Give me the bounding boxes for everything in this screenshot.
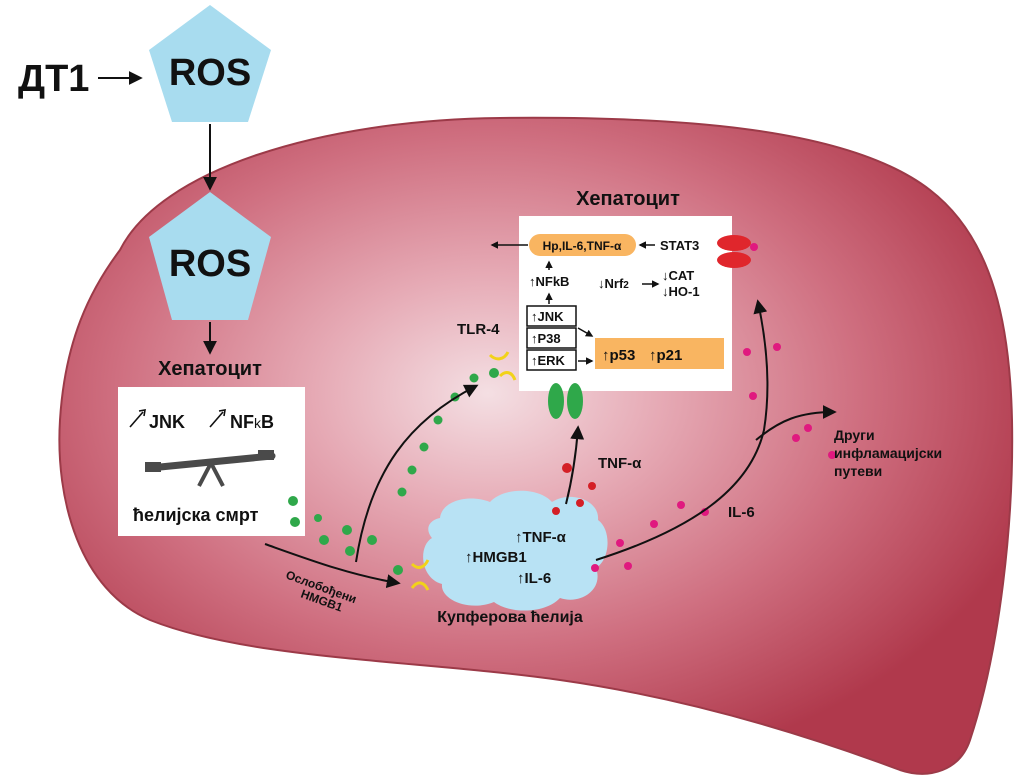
il6-dots [591, 243, 836, 572]
up-arrow-icon: ↑ [515, 529, 523, 546]
left-nfkb-label: NFkB [230, 412, 274, 432]
up-arrow-icon: ↑ [529, 274, 536, 289]
p21-label: ↑p21 [649, 347, 682, 364]
tnf-arrow [565, 425, 585, 505]
stat3-receptor-icon [717, 235, 751, 268]
up-arrow-icon: ↑ [531, 353, 538, 368]
other-paths-2: инфламацијски [834, 445, 942, 461]
right-cell-title: Хепатоцит [576, 188, 680, 210]
ros-lower-label: ROS [169, 243, 251, 285]
tnf-label: TNF-α [598, 455, 642, 472]
kupffer-label: Купферова ћелија [437, 609, 583, 626]
other-paths-1: Други [834, 427, 875, 443]
il6-label: IL-6 [728, 504, 755, 521]
p53-p21-box [595, 338, 724, 369]
kupffer-hmgb1: ↑HMGB1 [465, 549, 527, 566]
hmgb1-dots [288, 368, 499, 575]
down-arrow-icon: ↓ [662, 268, 669, 283]
tnf-receptor-icon [548, 383, 583, 419]
liver-shape [58, 116, 1014, 775]
up-arrow-icon: ↑ [531, 331, 538, 346]
cell-death-label: ћелијска смрт [133, 505, 259, 525]
down-arrow-icon: ↓ [662, 284, 669, 299]
nfkb-up-icon [209, 409, 226, 428]
mapk-stack [526, 305, 577, 371]
ros-pentagon-upper [149, 5, 271, 122]
left-jnk-label: JNK [149, 412, 185, 432]
seesaw-icon [145, 450, 276, 487]
p53-label: ↑p53 [602, 347, 635, 364]
right-p38: ↑P38 [531, 331, 561, 346]
tlr4-receptor-icon [488, 351, 517, 381]
kupffer-il6: ↑IL-6 [517, 570, 551, 587]
p38-arrow [577, 327, 594, 337]
up-arrow-icon: ↑ [531, 309, 538, 324]
other-paths-3: путеви [834, 463, 882, 479]
down-arrow-icon: ↓ [598, 276, 605, 291]
right-erk: ↑ERK [531, 353, 566, 368]
right-cat: ↓CAT [662, 268, 694, 283]
cytokine-box [529, 234, 636, 256]
tlr4-label: TLR-4 [457, 321, 500, 338]
il6-arrow [595, 299, 769, 561]
right-ho1: ↓HO-1 [662, 284, 700, 299]
right-nfkb: ↑NFkB [529, 274, 569, 289]
stat3-label: STAT3 [660, 238, 699, 253]
up-arrow-icon: ↑ [602, 347, 610, 364]
hmgb1-to-tlr4-arrow [355, 384, 479, 563]
jnk-up-icon [129, 409, 146, 428]
right-jnk: ↑JNK [531, 309, 564, 324]
up-arrow-icon: ↑ [465, 549, 473, 566]
dt1-label: ДТ1 [18, 58, 89, 100]
tnf-dots [552, 463, 596, 515]
up-arrow-icon: ↑ [649, 347, 657, 364]
kupffer-cell [423, 490, 608, 611]
cytokine-label: Hp,IL-6,TNF-α [543, 239, 622, 253]
up-arrow-icon: ↑ [517, 570, 525, 587]
kupffer-receptor-icon [410, 559, 430, 591]
ros-upper-label: ROS [169, 52, 251, 94]
release-arrow [264, 543, 401, 589]
ros-pentagon-lower [149, 192, 271, 320]
right-nrf2: ↓Nrf2 [598, 276, 629, 291]
kupffer-tnf: ↑TNF-α [515, 529, 567, 546]
left-cell-title: Хепатоцит [158, 358, 262, 380]
other-paths-arrow [755, 405, 837, 441]
